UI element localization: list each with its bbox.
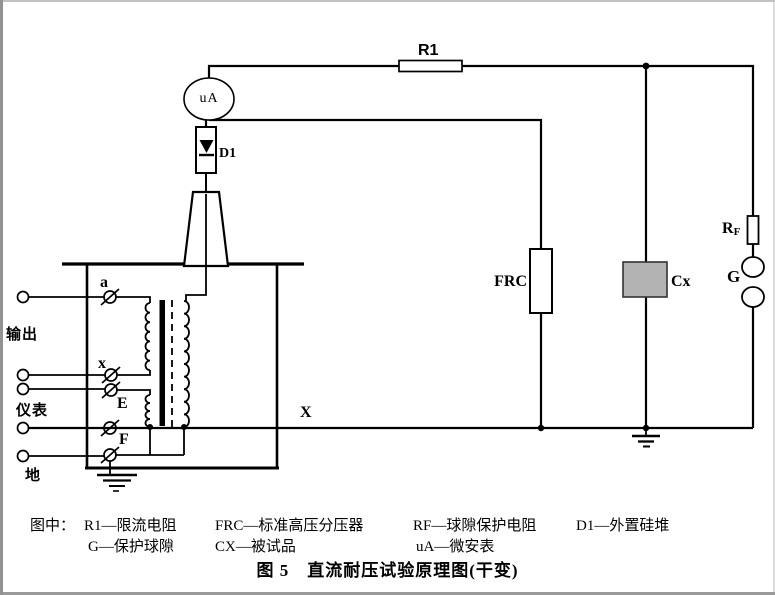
primary-winding xyxy=(116,296,151,376)
r1-resistor-symbol xyxy=(398,59,463,73)
tap-a-label: a xyxy=(100,274,108,291)
tap-terminals xyxy=(100,288,121,464)
d1-label: D1 xyxy=(219,146,237,161)
microammeter-symbol xyxy=(183,77,235,121)
rf-label: RF xyxy=(722,220,741,238)
ua-meter-label: uA xyxy=(199,91,219,106)
excitation-winding xyxy=(117,389,151,428)
legend-d1: D1—外置硅堆 xyxy=(576,518,670,534)
legend-prefix: 图中： xyxy=(30,518,76,534)
hv-secondary-winding xyxy=(183,300,190,428)
legend-rf: RF—球隙保护电阻 xyxy=(413,518,537,534)
legend-ua: uA—微安表 xyxy=(416,539,495,555)
terminal-e xyxy=(101,381,121,399)
legend-cx: CX—被试品 xyxy=(215,539,296,555)
cx-label: Cx xyxy=(671,273,691,290)
external-terminals xyxy=(16,290,105,463)
bushing-insulator xyxy=(182,190,230,301)
transformer-core xyxy=(159,300,173,427)
terminal-gnd xyxy=(100,446,120,464)
tank-ground-symbol xyxy=(97,461,137,492)
transformer-tank xyxy=(62,262,304,470)
meter-label: 仪表 xyxy=(16,403,49,419)
junction-dots xyxy=(147,62,650,432)
cx-specimen-symbol xyxy=(622,261,668,298)
tap-e-label: E xyxy=(117,395,128,412)
sphere-gap-symbol xyxy=(741,256,765,308)
legend-r1: R1—限流电阻 xyxy=(84,518,177,534)
frc-label: FRC xyxy=(494,273,527,290)
legend-g: G—保护球隙 xyxy=(88,539,174,555)
d1-diode-symbol xyxy=(195,126,217,174)
ground-label: 地 xyxy=(25,468,42,484)
r1-label: R1 xyxy=(418,42,439,59)
legend-frc: FRC—标准高压分压器 xyxy=(215,518,364,534)
x-line-label: X xyxy=(300,404,312,421)
winding-ground-links xyxy=(116,427,185,456)
sphere-gap-label: G xyxy=(727,267,741,286)
output-label: 输出 xyxy=(6,327,39,343)
tap-f-label: F xyxy=(119,431,129,448)
rf-resistor-symbol xyxy=(746,215,760,245)
wires xyxy=(28,64,755,430)
figure-title: 图 5 直流耐压试验原理图(干变) xyxy=(256,561,519,580)
tap-x-label: x xyxy=(98,355,106,372)
frc-divider-symbol xyxy=(529,248,553,314)
